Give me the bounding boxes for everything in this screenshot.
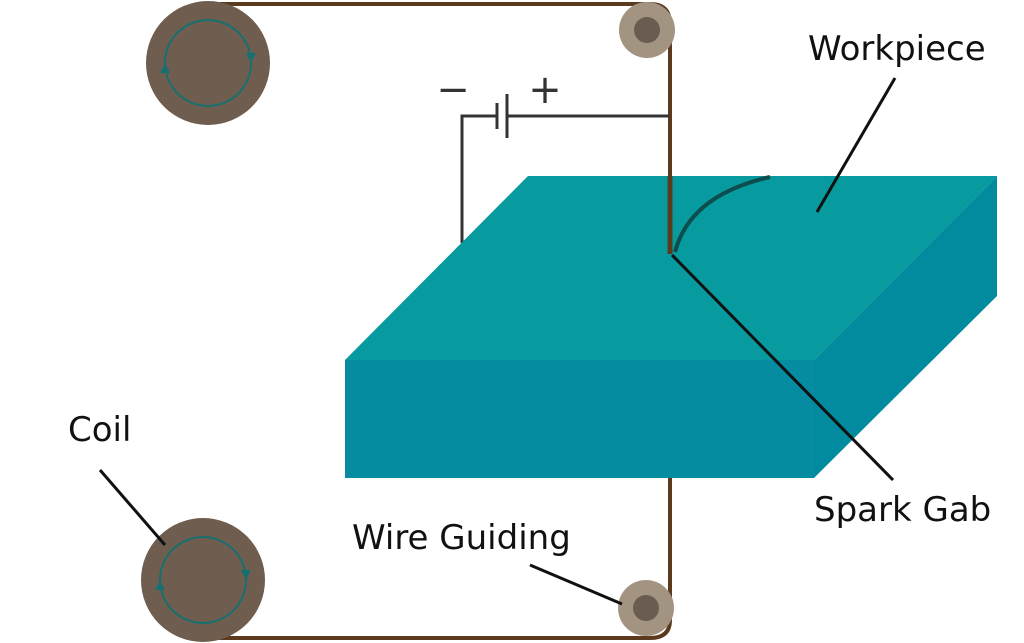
spark-gap-leader [670, 253, 895, 482]
circuit-wire-negative [460, 114, 497, 243]
wire-guide-top [619, 2, 675, 58]
workpiece-leader [815, 77, 897, 213]
battery-negative-sign: − [436, 67, 470, 113]
leader-lines [98, 77, 897, 606]
workpiece-label: Workpiece [808, 29, 986, 69]
circular-arrow-icon [160, 19, 256, 107]
battery-cell-icon [495, 94, 509, 138]
labels: Workpiece Spark Gab Coil Wire Guiding [68, 29, 991, 558]
workpiece-front-face [345, 360, 814, 478]
battery-positive-sign: + [528, 67, 562, 113]
cut-path [673, 175, 771, 253]
wire-guide-bottom [618, 580, 674, 636]
circuit: − + [436, 67, 669, 243]
circular-arrow-icon [155, 536, 251, 624]
workpiece [345, 175, 997, 478]
spark-gap-label: Spark Gab [814, 490, 991, 530]
coil-bottom [141, 518, 265, 642]
wire-bottom [205, 478, 672, 640]
workpiece-top-face [345, 176, 997, 360]
coil-label: Coil [68, 410, 131, 450]
coil-leader [98, 469, 167, 546]
wire-guiding-leader [529, 563, 623, 606]
coil-top [146, 1, 270, 125]
wire-guiding-label: Wire Guiding [352, 518, 571, 558]
workpiece-side-face [814, 176, 997, 478]
